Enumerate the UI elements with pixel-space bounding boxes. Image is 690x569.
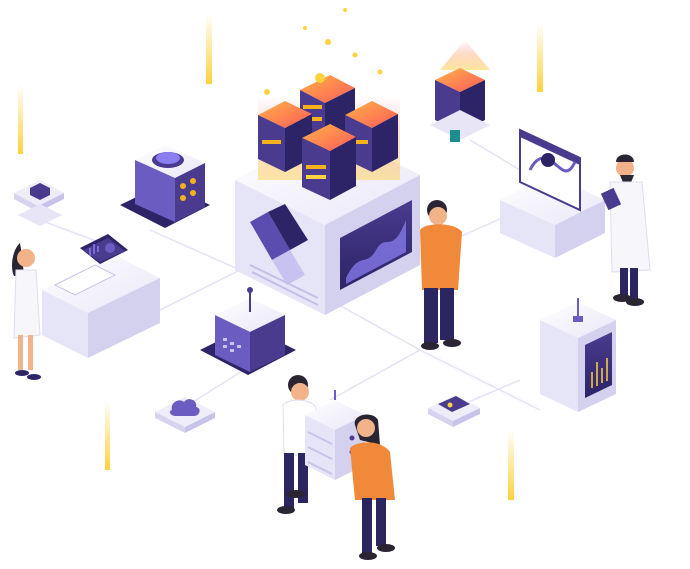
scientist-man-figure [600,154,651,306]
hexagon-badge-icon [14,180,64,226]
server-rack-icon [258,101,312,172]
wallet-card-icon [428,395,480,427]
server-rack-icon [302,124,356,200]
people-carrying-server [277,375,395,560]
antenna-server-unit [200,287,296,375]
battery-device-icon [540,298,616,412]
light-beams [18,14,543,500]
cloud-icon [155,397,215,433]
glowing-server-racks [258,8,400,200]
monitor-chart-icon [500,128,605,258]
man-orange-shirt-figure [420,200,462,350]
scientist-woman-figure [12,243,41,380]
top-right-server [430,40,490,142]
laptop-icon [53,234,128,296]
laptop-desk-platform [42,234,160,358]
gauge-device-icon [120,145,210,228]
